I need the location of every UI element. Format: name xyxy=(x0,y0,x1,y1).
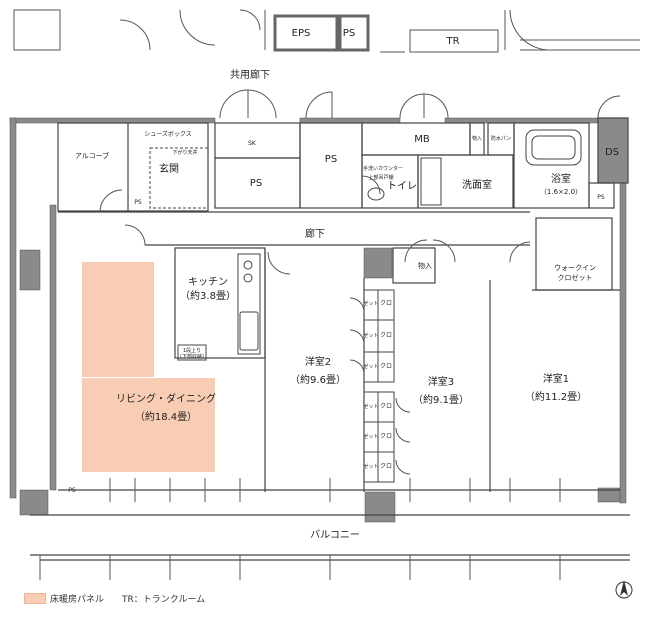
label-shoes-box: シューズボックス xyxy=(144,130,192,138)
room-doors xyxy=(99,175,531,475)
label-hand-wash: 手洗いカウンター xyxy=(363,165,403,172)
kitchen-fixtures xyxy=(177,253,261,361)
label-room3-area: （約9.1畳） xyxy=(413,393,469,406)
label-tr: TR xyxy=(445,36,459,47)
label-living: リビング・ダイニング xyxy=(116,392,216,405)
top-building-outline xyxy=(13,9,640,53)
label-ds: DS xyxy=(605,147,619,158)
label-ps-bath: PS xyxy=(597,194,605,201)
closet-label: ゼット xyxy=(363,403,378,410)
label-eps: EPS xyxy=(292,28,311,39)
label-mb: MB xyxy=(414,134,430,145)
label-kitchen: キッチン xyxy=(188,276,228,288)
label-storage-top: 物入 xyxy=(472,135,482,142)
label-living-area: （約18.4畳） xyxy=(135,410,197,423)
closet-label: ゼット xyxy=(363,463,378,470)
label-sk: SK xyxy=(248,140,257,147)
legend-tr-label: TR：トランクルーム xyxy=(122,595,206,605)
closet-label: クロ xyxy=(380,403,392,410)
label-common-corridor: 共用廊下 xyxy=(230,68,270,81)
label-storage-hall: 物入 xyxy=(418,261,432,270)
legend-floor-heating-label: 床暖房パネル xyxy=(50,595,105,605)
closet-label: クロ xyxy=(380,300,392,307)
north-arrow-icon xyxy=(615,580,633,599)
floor-heating-swatch xyxy=(24,593,46,604)
closet-label: クロ xyxy=(380,363,392,370)
closet-units xyxy=(363,289,395,483)
label-ref-note-1: 1段上り xyxy=(183,347,201,354)
label-ps-mid: PS xyxy=(325,154,337,165)
closet-label: ゼット xyxy=(363,300,378,307)
label-ps-small-left: PS xyxy=(134,199,142,206)
legend: 床暖房パネル TR：トランクルーム xyxy=(24,592,205,605)
label-waterproof-pan: 防水パン xyxy=(491,135,511,142)
label-alcove: アルコーブ xyxy=(75,151,109,160)
label-room3: 洋室3 xyxy=(428,375,454,388)
label-upper-cabinet: 上部吊戸棚 xyxy=(368,174,393,181)
label-walk-in-1: ウォークイン xyxy=(554,264,596,272)
closet-label: ゼット xyxy=(363,433,378,440)
closet-label: クロ xyxy=(380,332,392,339)
closet-label: クロ xyxy=(380,463,392,470)
floor-heating-panel-lower xyxy=(82,378,215,472)
label-bathroom: 浴室 xyxy=(551,172,571,185)
label-ref-note-2: （下部収納） xyxy=(177,353,207,360)
label-hallway: 廊下 xyxy=(305,227,325,240)
label-entrance: 玄関 xyxy=(159,162,179,175)
closet-label: ゼット xyxy=(363,363,378,370)
label-ps-lower: PS xyxy=(250,178,262,189)
bath-fixtures xyxy=(149,129,582,209)
window-posts xyxy=(39,478,561,580)
label-room1-area: （約11.2畳） xyxy=(525,390,587,403)
floor-heating-panel-upper xyxy=(82,262,154,377)
label-balcony: バルコニー xyxy=(310,529,360,541)
interior-walls xyxy=(30,117,630,561)
label-washroom: 洗面室 xyxy=(462,178,492,191)
walls xyxy=(9,117,629,523)
closet-label: ゼット xyxy=(363,332,378,339)
label-room2: 洋室2 xyxy=(305,355,331,368)
label-ps-top: PS xyxy=(343,28,355,39)
label-bathroom-size: （1.6×2.0） xyxy=(540,188,582,196)
corridor-doors xyxy=(219,89,621,119)
label-room1: 洋室1 xyxy=(543,372,569,385)
label-kitchen-area: （約3.8畳） xyxy=(180,289,236,302)
label-toilet: トイレ xyxy=(387,181,417,192)
label-room2-area: （約9.6畳） xyxy=(290,373,346,386)
closet-label: クロ xyxy=(380,433,392,440)
label-ps-balcony: PS xyxy=(68,487,76,494)
label-hanging-ceiling: 下がり天井 xyxy=(172,149,197,156)
label-walk-in-2: クロゼット xyxy=(558,273,593,282)
